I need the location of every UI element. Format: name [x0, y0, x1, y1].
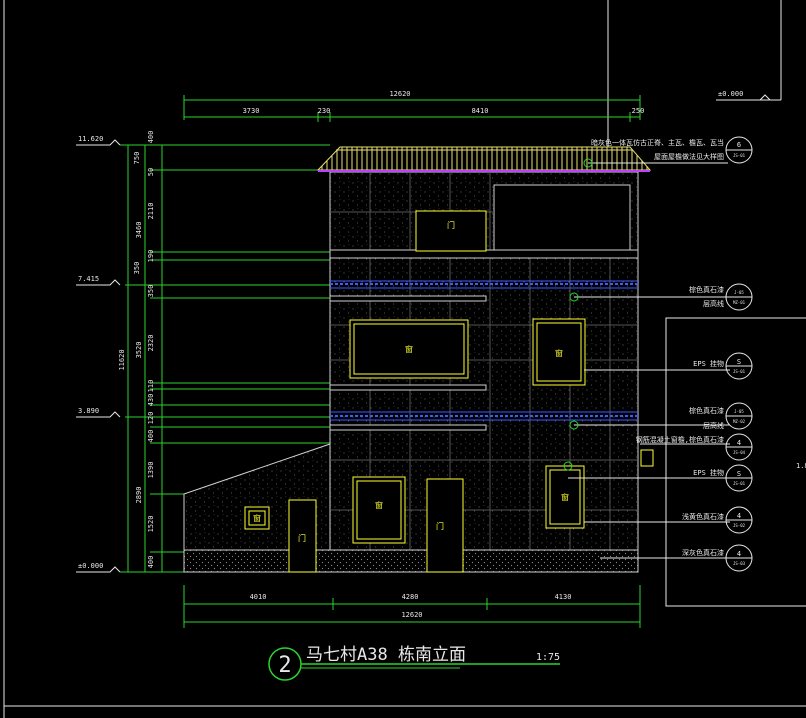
door-annex: [288, 499, 317, 573]
drawing-title: 马七村A38 栋南立面: [306, 645, 466, 665]
dim-bottom-seg-1: 4010: [250, 593, 267, 601]
title-block: [268, 647, 560, 681]
detail-number: 2: [278, 653, 291, 678]
annotation-text: 暗灰色一体瓦仿古正脊、主瓦、檐瓦、瓦当: [591, 138, 724, 147]
annotation-circles: [725, 136, 753, 572]
level-markers: [76, 94, 771, 573]
dim-left-seg: 190: [147, 250, 155, 263]
dim-left-seg: 400: [147, 556, 155, 569]
level-roof: 11.620: [78, 135, 103, 143]
label-door: 门: [436, 521, 444, 531]
annotation-tag-bottom: MZ-01: [733, 300, 746, 305]
annotation-leaders: [568, 162, 730, 559]
dim-left-total: 11620: [118, 349, 126, 370]
dim-left-seg: 430: [147, 394, 155, 407]
dim-left-seg: 120: [147, 412, 155, 425]
annotation-text: 屋面屋檐做法见大样图: [654, 152, 724, 161]
drawing-scale: 1:75: [536, 652, 560, 663]
annotation-text: EPS 挂物: [693, 359, 724, 368]
annotation-tag-bottom: JS-03: [733, 561, 746, 566]
dim-bottom-seg-3: 4130: [555, 593, 572, 601]
dim-left-seg: 50: [147, 168, 155, 176]
annotation-tag-bottom: JS-01: [733, 481, 746, 486]
dim-left-seg: 2110: [147, 203, 155, 220]
dim-left-seg: 1520: [147, 516, 155, 533]
annotation-tag-bottom: JS-01: [733, 153, 746, 158]
dim-left-seg: 110: [147, 380, 155, 393]
label-window: 窗: [561, 492, 569, 502]
dim-left-seg: 350: [147, 285, 155, 298]
level-ground: ±0.000: [78, 562, 103, 570]
base-plinth: [183, 549, 639, 573]
annotation-text: 层高线: [703, 299, 724, 308]
label-window: 窗: [375, 500, 383, 510]
label-door: 门: [298, 533, 306, 543]
annotation-text: 层高线: [703, 421, 724, 430]
level-corner: ±0.000: [718, 90, 743, 98]
annotation-tag-top: 4: [737, 550, 741, 558]
top-dimension: [183, 95, 641, 122]
border-frame: [3, 0, 806, 718]
window-top: [415, 210, 487, 252]
dim-top-total: 12620: [389, 90, 410, 98]
annotation-tag-top: S: [737, 358, 741, 366]
annotation-tag-top: 6: [737, 141, 741, 149]
dim-left-seg: 2320: [147, 335, 155, 352]
dim-bottom-seg-2: 4280: [402, 593, 419, 601]
dim-left-seg: 400: [147, 131, 155, 144]
dim-left-3520: 3520: [135, 342, 143, 359]
dim-left-3460: 3460: [135, 222, 143, 239]
level-floor2: 3.890: [78, 407, 99, 415]
annotation-tag-bottom: JS-02: [733, 523, 746, 528]
terrace-opening: [493, 184, 631, 251]
label-window: 窗: [253, 513, 261, 523]
dim-left-seg: 1390: [147, 462, 155, 479]
annotation-text: 浅黄色真石漆: [682, 512, 724, 521]
annotation-tag-bottom: MZ-02: [733, 419, 746, 424]
annotation-tag-top: 4: [737, 512, 741, 520]
annotation-text: 钢筋混凝土窗檐,棕色真石漆: [636, 435, 724, 444]
label-door: 门: [447, 220, 455, 230]
annotation-tag-top: J-05: [734, 290, 744, 295]
label-window: 窗: [555, 348, 563, 358]
dim-top-seg-3: 8410: [472, 107, 489, 115]
bottom-dimension: [183, 585, 641, 628]
level-right-edge: 1.8: [796, 462, 806, 470]
level-floor3: 7.415: [78, 275, 99, 283]
annotation-tag-top: 4: [737, 439, 741, 447]
dim-top-seg-4: 250: [632, 107, 645, 115]
annotation-text: 深灰色真石漆: [682, 548, 724, 557]
door-main: [426, 478, 464, 573]
annotation-tag-top: S: [737, 470, 741, 478]
dim-left-seg: 400: [147, 430, 155, 443]
annotation-tag-bottom: JS-04: [733, 450, 746, 455]
left-dimension: [120, 144, 330, 573]
dim-left-seg: 750: [133, 152, 141, 165]
annotation-text: 棕色真石漆: [689, 406, 724, 415]
dim-top-seg-2: 230: [318, 107, 331, 115]
annotation-tag-top: J-05: [734, 409, 744, 414]
building-elevation: [183, 146, 654, 573]
annotation-text: EPS 挂物: [693, 468, 724, 477]
dim-top-seg-1: 3730: [243, 107, 260, 115]
dim-left-seg: 350: [133, 262, 141, 275]
dim-bottom-total: 12620: [401, 611, 422, 619]
dim-left-2890: 2890: [135, 487, 143, 504]
label-window: 窗: [405, 344, 413, 354]
annotation-text: 棕色真石漆: [689, 285, 724, 294]
annotation-tag-bottom: JS-01: [733, 369, 746, 374]
